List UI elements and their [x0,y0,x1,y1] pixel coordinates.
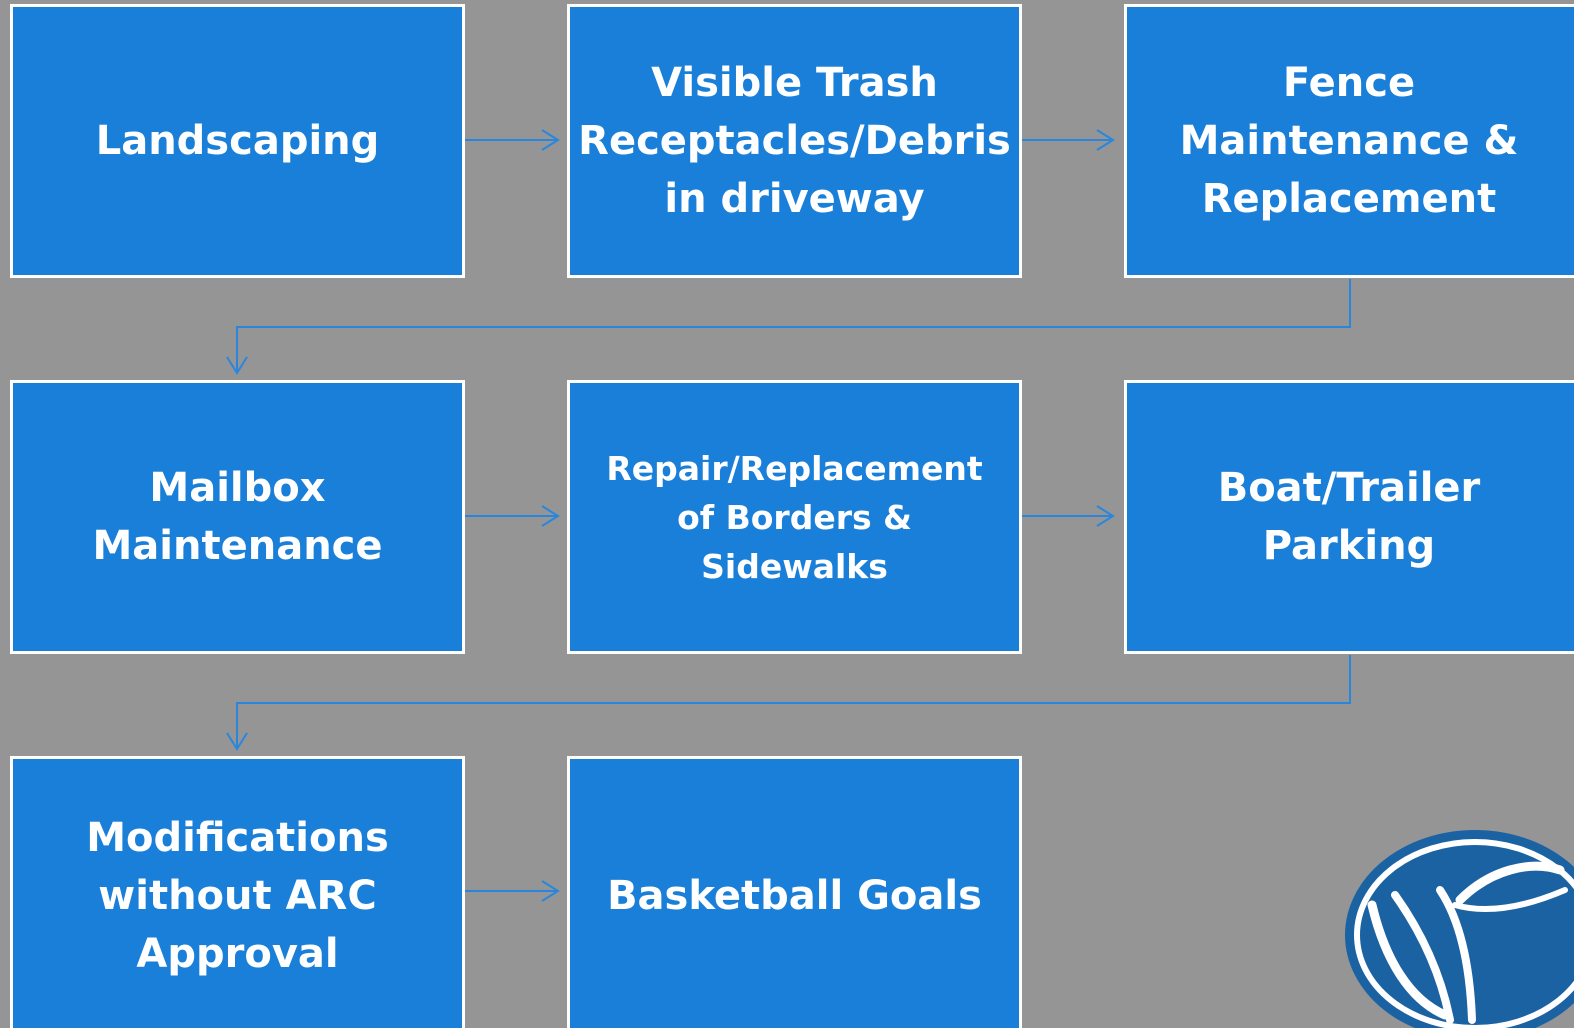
connector-boat-modifications [236,655,1351,749]
box-boat-trailer-label: Boat/Trailer Parking [1217,465,1481,569]
box-landscaping-label: Landscaping [95,118,380,164]
box-visible-trash: Visible Trash Receptacles/Debris in driv… [567,4,1022,278]
box-modifications: Modifications without ARC Approval [10,756,465,1028]
arrowhead-icon [1096,505,1115,527]
arrowhead-icon [541,505,560,527]
box-basketball-label: Basketball Goals [607,873,982,919]
box-basketball: Basketball Goals [567,756,1022,1028]
box-mailbox-label: Mailbox Maintenance [92,465,383,569]
box-landscaping: Landscaping [10,4,465,278]
box-borders-sidewalks: Repair/Replacement of Borders & Sidewalk… [567,380,1022,654]
connector-fence-mailbox [236,279,1351,373]
arrowhead-icon [541,129,560,151]
box-mailbox: Mailbox Maintenance [10,380,465,654]
arrowhead-icon [541,880,560,902]
box-modifications-label: Modifications without ARC Approval [86,815,389,977]
box-fence: Fence Maintenance & Replacement [1124,4,1574,278]
arrowhead-icon [1096,129,1115,151]
box-visible-trash-label: Visible Trash Receptacles/Debris in driv… [578,60,1011,222]
box-borders-sidewalks-label: Repair/Replacement of Borders & Sidewalk… [606,448,983,586]
box-fence-label: Fence Maintenance & Replacement [1179,60,1519,222]
arrowhead-icon [226,732,248,751]
arrowhead-icon [226,356,248,375]
box-boat-trailer: Boat/Trailer Parking [1124,380,1574,654]
